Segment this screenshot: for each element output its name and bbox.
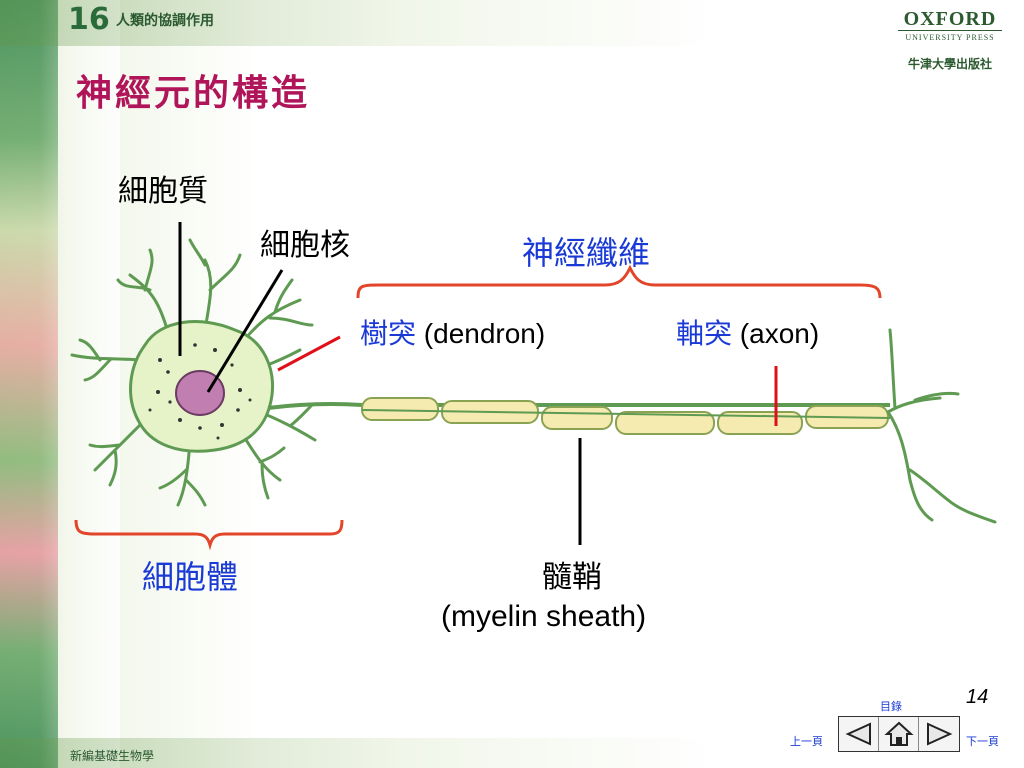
- next-page-link[interactable]: 下一頁: [966, 735, 999, 748]
- side-strip-fade: [40, 0, 120, 768]
- publisher-name: OXFORD: [903, 8, 997, 30]
- home-icon: [883, 721, 914, 746]
- dendron-label: 樹突 (dendron): [360, 312, 545, 352]
- dendron-pointer: [277, 335, 341, 372]
- slide-navigation: [838, 716, 960, 752]
- myelin-label-zh: 髓鞘: [542, 561, 602, 594]
- triangle-right-icon: [927, 722, 953, 746]
- nerve-fibre-brace: [356, 264, 882, 299]
- axon-label-zh: 軸突: [676, 318, 733, 349]
- axon-line: [267, 402, 890, 410]
- book-title: 新編基礎生物學: [70, 749, 155, 763]
- cytoplasm-label: 細胞質: [118, 175, 208, 208]
- publisher-chinese-name: 牛津大學出版社: [907, 57, 992, 71]
- nucleus-label: 細胞核: [260, 229, 350, 262]
- next-page-button[interactable]: [919, 717, 959, 751]
- publisher-logo: OXFORD UNIVERSITY PRESS 牛津大學出版社: [890, 8, 1010, 72]
- prev-page-button[interactable]: [839, 717, 879, 751]
- axon-label: 軸突 (axon): [676, 312, 819, 352]
- myelin-label-en: (myelin sheath): [441, 600, 647, 633]
- slide-title: 神經元的構造: [76, 72, 311, 114]
- page-number: 14: [966, 686, 989, 708]
- axon-label-en: (axon): [739, 318, 820, 349]
- chapter-title: 人類的協調作用: [116, 13, 214, 29]
- home-button[interactable]: [879, 717, 919, 751]
- nissl-granules: [148, 343, 252, 440]
- prev-page-link[interactable]: 上一頁: [790, 735, 823, 748]
- dendron-label-en: (dendron): [423, 318, 546, 349]
- cell-body-label: 細胞體: [142, 559, 239, 595]
- publisher-subtitle: UNIVERSITY PRESS: [898, 30, 1002, 43]
- contents-link[interactable]: 目錄: [880, 700, 902, 713]
- triangle-left-icon: [845, 722, 871, 746]
- axon-terminal: [886, 328, 997, 524]
- cell-body-brace: [74, 519, 344, 551]
- nerve-fibre-label: 神經纖維: [522, 235, 651, 271]
- nucleus-pointer: [206, 269, 284, 393]
- nucleus-shape: [175, 370, 225, 416]
- header-band: [0, 0, 1024, 46]
- chapter-number: 16: [68, 2, 110, 37]
- dendron-label-zh: 樹突: [360, 318, 417, 349]
